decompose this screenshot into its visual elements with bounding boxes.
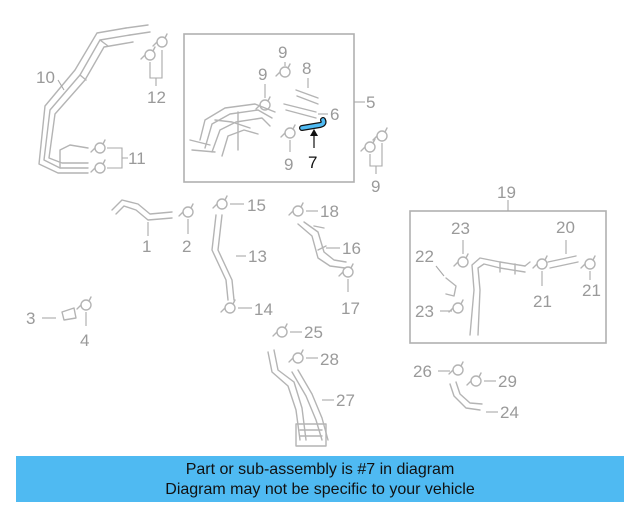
callout-24: 24 xyxy=(500,403,519,422)
banner-line-1: Part or sub-assembly is #7 in diagram xyxy=(185,461,455,478)
fitting-3 xyxy=(61,307,77,321)
clamp-icon xyxy=(140,46,156,61)
callout-29: 29 xyxy=(498,372,517,391)
clamp-icon xyxy=(220,299,236,314)
hose-7-highlighted xyxy=(300,118,326,130)
sub-assembly-box-19 xyxy=(409,210,607,344)
clamp-icon xyxy=(275,63,291,78)
clamp-icon xyxy=(453,253,469,268)
callout-23a: 23 xyxy=(451,219,470,238)
callout-12: 12 xyxy=(147,88,166,107)
callout-10: 10 xyxy=(36,68,55,87)
hose-1 xyxy=(111,199,173,215)
hose-13 xyxy=(211,214,229,301)
callout-20: 20 xyxy=(556,218,575,237)
callout-28: 28 xyxy=(320,350,339,369)
callout-1: 1 xyxy=(142,237,151,256)
callout-27: 27 xyxy=(336,391,355,410)
callout-13: 13 xyxy=(248,247,267,266)
callout-9b: 9 xyxy=(258,65,267,84)
callout-2: 2 xyxy=(182,237,191,256)
callout-18: 18 xyxy=(320,202,339,221)
banner-line-2: Diagram may not be specific to your vehi… xyxy=(165,481,475,498)
hose-24 xyxy=(449,383,481,411)
clamp-icon xyxy=(272,323,288,338)
info-banner: Part or sub-assembly is #7 in diagram Di… xyxy=(16,456,624,502)
callout-17: 17 xyxy=(341,299,360,318)
callout-26: 26 xyxy=(413,362,432,381)
callout-9d: 9 xyxy=(371,177,380,196)
callout-9c: 9 xyxy=(284,155,293,174)
clamp-icon xyxy=(76,296,92,311)
clamp-icon xyxy=(280,124,296,139)
clamp-icon xyxy=(90,139,106,154)
callout-6: 6 xyxy=(330,105,339,124)
callout-14: 14 xyxy=(254,300,273,319)
callout-8: 8 xyxy=(302,59,311,78)
hose-20 xyxy=(547,255,579,269)
callout-21b: 21 xyxy=(582,281,601,300)
clamp-icon xyxy=(178,203,194,218)
callout-21a: 21 xyxy=(533,292,552,311)
callout-25: 25 xyxy=(304,323,323,342)
clamp-icon xyxy=(255,96,271,111)
callout-15: 15 xyxy=(247,196,266,215)
hose-16 xyxy=(297,223,346,269)
pipe-assembly-27 xyxy=(267,349,329,447)
fitting-22 xyxy=(445,277,457,297)
clamp-icon xyxy=(288,349,304,364)
callout-4: 4 xyxy=(80,331,89,350)
hose-bundle xyxy=(189,103,276,157)
clamp-icon xyxy=(152,33,168,48)
callout-22: 22 xyxy=(415,247,434,266)
clamp-icon xyxy=(466,372,482,387)
hose-6 xyxy=(283,103,317,119)
clamp-icon xyxy=(532,255,548,270)
callout-19: 19 xyxy=(497,183,516,202)
callout-7: 7 xyxy=(308,153,317,172)
clamp-icon xyxy=(338,263,354,278)
clamp-icon xyxy=(212,195,228,210)
callout-9a: 9 xyxy=(278,43,287,62)
callout-16: 16 xyxy=(342,239,361,258)
pipe-assembly-10 xyxy=(38,24,151,174)
clamp-icon xyxy=(448,361,464,376)
clamp-icon xyxy=(90,159,106,174)
callout-3: 3 xyxy=(26,309,35,328)
clamp-icon xyxy=(288,202,304,217)
clamp-icon xyxy=(580,255,596,270)
callout-11: 11 xyxy=(128,149,146,168)
hose-8 xyxy=(295,89,319,105)
callout-23b: 23 xyxy=(415,302,434,321)
callout-5: 5 xyxy=(366,93,375,112)
pipe-assembly xyxy=(469,257,531,336)
sub-assembly-box-5 xyxy=(183,33,355,183)
clamp-icon xyxy=(360,138,376,153)
